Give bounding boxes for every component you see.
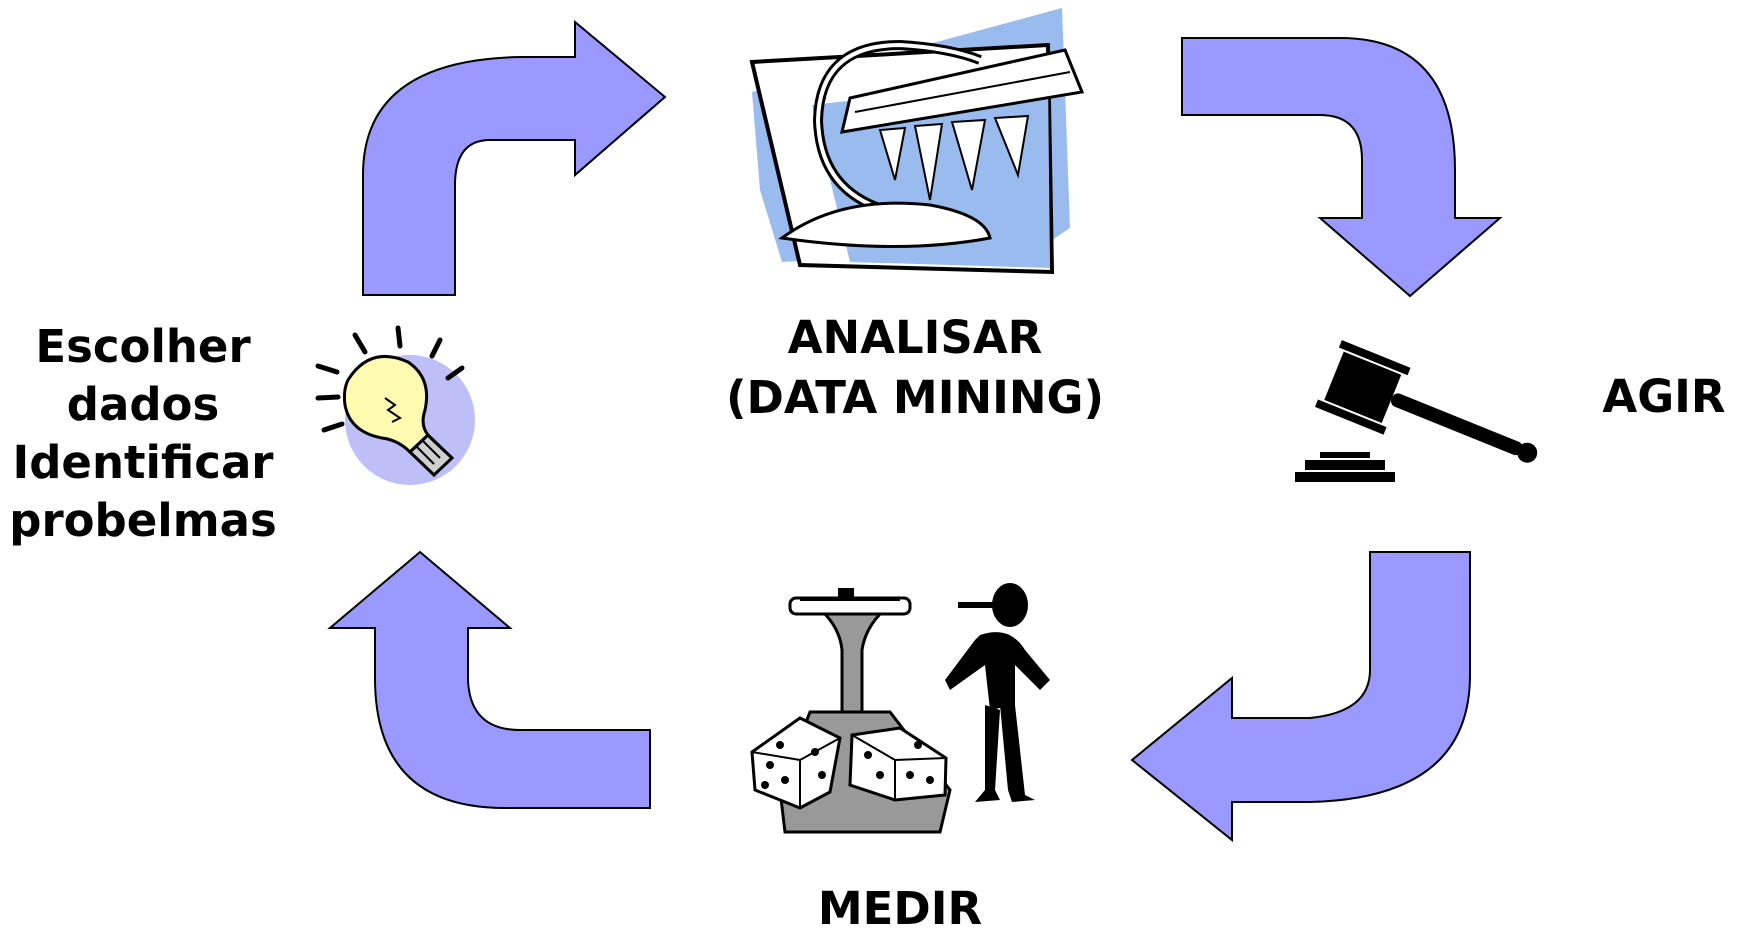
collect-line-4: probelmas	[9, 494, 277, 547]
mining-tool-icon	[749, 8, 1085, 275]
analyze-line-2: (DATA MINING)	[725, 371, 1105, 424]
collect-line-1: Escolher	[35, 320, 251, 373]
cycle-arrow-to-analyze	[362, 19, 667, 296]
step-measure-label: MEDIR	[817, 882, 983, 935]
collect-line-3: Identificar	[12, 436, 274, 489]
scale-and-dice-icon	[750, 583, 1050, 834]
analyze-line-1: ANALISAR	[787, 311, 1043, 364]
step-act-label: AGIR	[1602, 370, 1726, 423]
cycle-arrow-to-measure	[1130, 551, 1471, 843]
lightbulb-icon	[315, 325, 475, 485]
step-analyze-label: ANALISAR (DATA MINING)	[680, 308, 1150, 428]
gavel-icon	[1295, 340, 1538, 482]
collect-line-2: dados	[66, 378, 220, 431]
step-collect-label: Escolher dados Identificar probelmas	[0, 318, 286, 550]
cycle-arrow-to-act	[1181, 37, 1503, 298]
cycle-arrow-to-collect	[327, 550, 651, 809]
